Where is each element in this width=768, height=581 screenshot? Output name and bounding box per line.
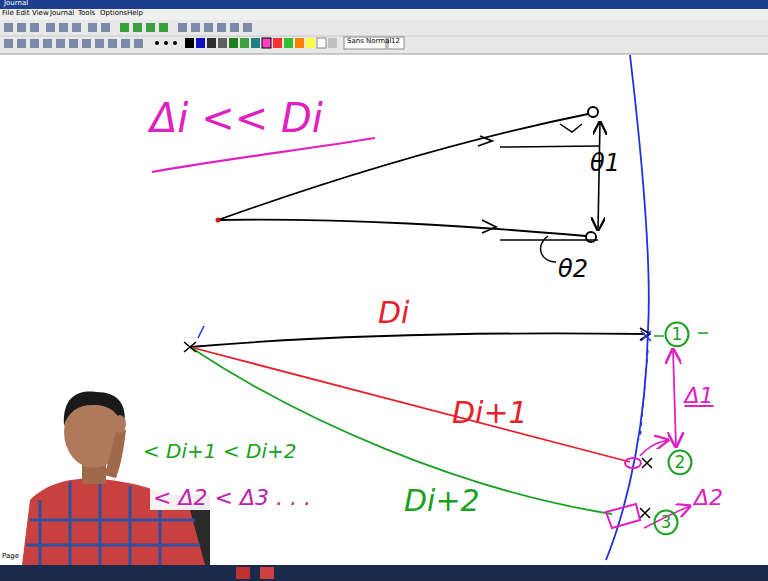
toolbar [0,20,768,54]
element-mark [640,508,650,518]
leader-arrow [640,440,668,456]
numbered-circle: 1 [664,321,690,348]
source-point [216,218,221,223]
underline [152,138,375,172]
arrowhead [478,136,492,146]
angle-arc [541,236,556,262]
taskbar-icon [260,567,274,579]
presenter [22,392,210,565]
toolbar-divider [0,54,768,55]
distance-label: Di [378,296,409,329]
menu-item: Tools [78,10,95,18]
tick [198,326,204,338]
ray [218,220,586,236]
callout-number: 3 [653,513,679,532]
arrowhead [640,328,650,340]
status-text: Page [2,553,19,561]
numbered-circle: 2 [667,449,693,476]
toolbar-icons [4,23,252,48]
array-dash [640,350,648,440]
title-bar [0,0,768,9]
array-curve [606,55,649,560]
inequality-note: Δi << Di [150,96,323,140]
menu-item: Journal [50,10,74,18]
menu-bar [0,9,768,20]
inequality-note: < Di+1 < Di+2 [140,440,299,462]
tick [654,335,664,337]
menu-item: Options [100,10,127,18]
distance-label: Di+2 [404,484,480,517]
font-name: Sans Normal [347,38,391,46]
spacing-label: Δ2 [694,486,723,510]
menu-item: Edit [16,10,30,18]
menu-item: Help [127,10,143,18]
distance-label: Di+1 [452,396,528,429]
spacing-arrow [673,349,676,446]
callout-number: 1 [664,325,690,344]
numbered-circle: 3 [653,509,679,536]
angle-label: θ2 [558,256,588,282]
spacing-label: Δ1 [683,384,716,408]
ray [190,333,645,347]
inequality-note: < Δ2 < Δ3 . . . [150,486,314,510]
source-mark [184,342,196,352]
taskbar-icon [236,567,250,579]
taskbar [0,565,768,581]
arrowhead [482,220,496,233]
window-title: Journal [4,0,28,8]
element-mark [641,331,651,341]
highlight [625,458,641,468]
tick [698,332,708,334]
highlight [606,504,640,528]
angle-mark [560,124,582,132]
callout-number: 2 [667,453,693,472]
menu-item: File [2,10,14,18]
reference-line [500,146,600,147]
element-mark [642,458,652,468]
menu-item: View [32,10,49,18]
reference-line [500,239,598,241]
angle-label: θ1 [590,150,620,176]
antenna-element [588,107,598,117]
color-palette [155,38,337,48]
toolbar-divider [0,36,768,37]
font-size: 12 [391,38,400,46]
